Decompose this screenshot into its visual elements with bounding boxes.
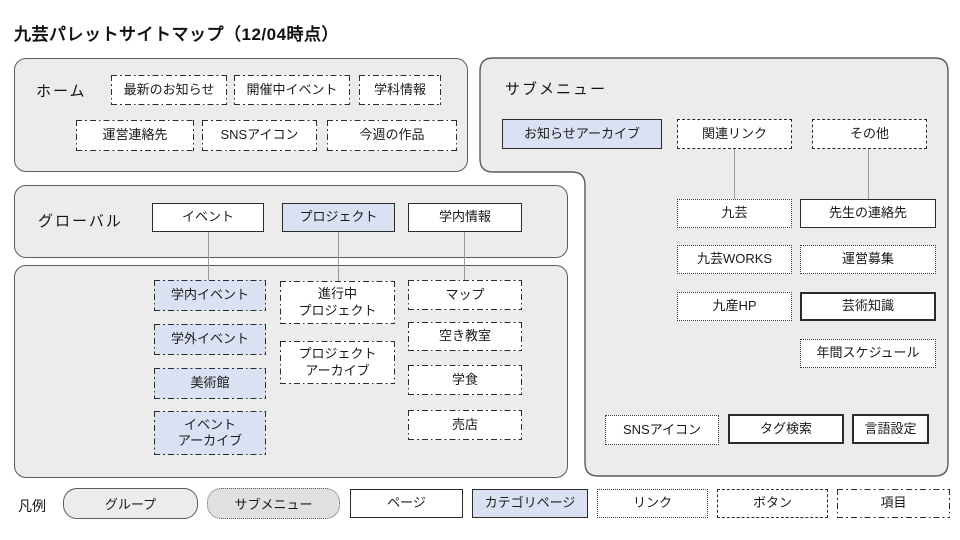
connector-line [338,232,340,281]
node-kyugei-link: 九芸 [677,199,792,228]
node-kyugei-works-link: 九芸WORKS [677,245,792,274]
connector-line [464,232,466,280]
legend-submenu: サブメニュー [207,488,340,519]
node-external-events: 学外イベント [154,324,266,355]
connector-line [208,232,210,280]
node-cafeteria: 学食 [408,365,522,395]
node-campus-events: 学内イベント [154,280,266,311]
connector-line [734,149,736,200]
node-department-info: 学科情報 [359,75,441,105]
legend-category-page: カテゴリページ [472,489,588,518]
nav-campus-info-page: 学内情報 [408,203,522,232]
node-sns-icons: SNSアイコン [202,120,317,151]
node-tag-search: タグ検索 [728,414,844,444]
node-others: その他 [812,119,927,149]
node-annual-schedule-link: 年間スケジュール [800,339,936,368]
node-weekly-works: 今週の作品 [327,120,457,151]
submenu-group-label: サブメニュー [505,81,608,98]
node-art-knowledge: 芸術知識 [800,292,936,321]
node-staff-recruiting-link: 運営募集 [800,245,936,274]
node-ongoing-projects: 進行中 プロジェクト [280,281,395,324]
node-open-classrooms: 空き教室 [408,322,522,351]
legend-item: 項目 [837,489,950,518]
node-teacher-contacts: 先生の連絡先 [800,199,936,228]
node-project-archive: プロジェクト アーカイブ [280,341,395,384]
node-sns-icons-link: SNSアイコン [605,415,719,445]
legend-page: ページ [350,489,463,518]
global-group-label: グローバル [38,213,123,230]
page-title: 九芸パレットサイトマップ（12/04時点） [14,25,340,44]
nav-event-page: イベント [152,203,264,232]
legend-group: グループ [63,488,198,519]
nav-project-category: プロジェクト [282,203,395,232]
node-related-links: 関連リンク [677,119,792,149]
legend-button: ボタン [717,489,828,518]
node-museum: 美術館 [154,368,266,399]
node-current-events: 開催中イベント [234,75,350,105]
node-admin-contact: 運営連絡先 [76,120,194,151]
node-news-archive: お知らせアーカイブ [502,119,662,149]
legend-label: 凡例 [18,498,46,514]
node-event-archive: イベント アーカイブ [154,411,266,455]
node-shop: 売店 [408,410,522,440]
connector-line [868,149,870,200]
node-language-settings: 言語設定 [852,414,929,444]
home-group-label: ホーム [36,83,87,100]
node-map: マップ [408,280,522,310]
legend-link: リンク [597,489,708,518]
node-kyusan-hp-link: 九産HP [677,292,792,321]
node-latest-news: 最新のお知らせ [111,75,227,105]
